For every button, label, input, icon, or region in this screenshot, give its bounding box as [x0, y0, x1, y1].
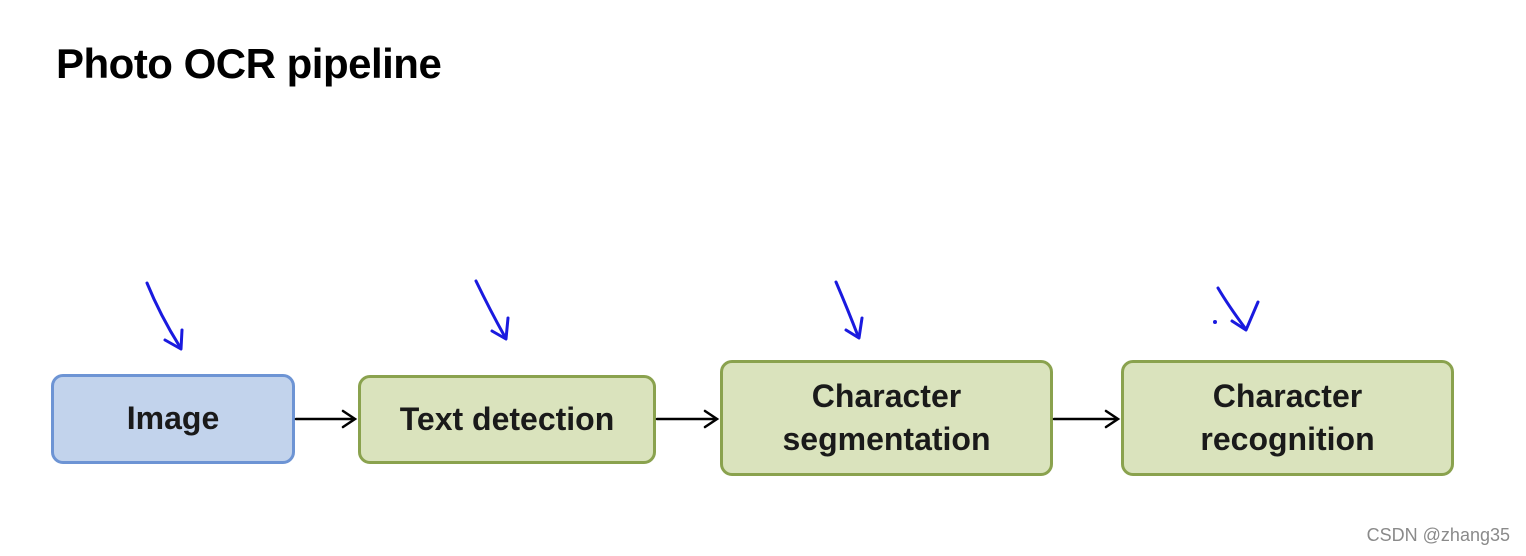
stage-character-segmentation-label: Character segmentation — [782, 377, 991, 457]
stage-character-recognition-box: Character recognition — [1121, 360, 1454, 476]
stage-text-detection-label: Text detection — [399, 400, 615, 437]
handwritten-arrow-icon — [474, 279, 510, 341]
arrow-image-to-text-detection — [294, 409, 358, 429]
arrow-text-detection-to-segmentation — [655, 409, 720, 429]
stage-image-label: Image — [126, 400, 220, 437]
slide-title: Photo OCR pipeline — [56, 40, 442, 87]
stage-character-segmentation-box: Character segmentation — [720, 360, 1053, 476]
handwritten-arrow-icon — [145, 281, 184, 351]
arrow-segmentation-to-recognition — [1052, 409, 1121, 429]
stage-image-box: Image — [51, 374, 295, 464]
stage-character-recognition-label: Character recognition — [1200, 377, 1375, 457]
handwritten-arrow-icon — [1213, 286, 1260, 332]
watermark: CSDN @zhang35 — [1366, 525, 1510, 545]
stage-text-detection-box: Text detection — [358, 375, 656, 464]
handwritten-arrow-icon — [834, 280, 864, 340]
